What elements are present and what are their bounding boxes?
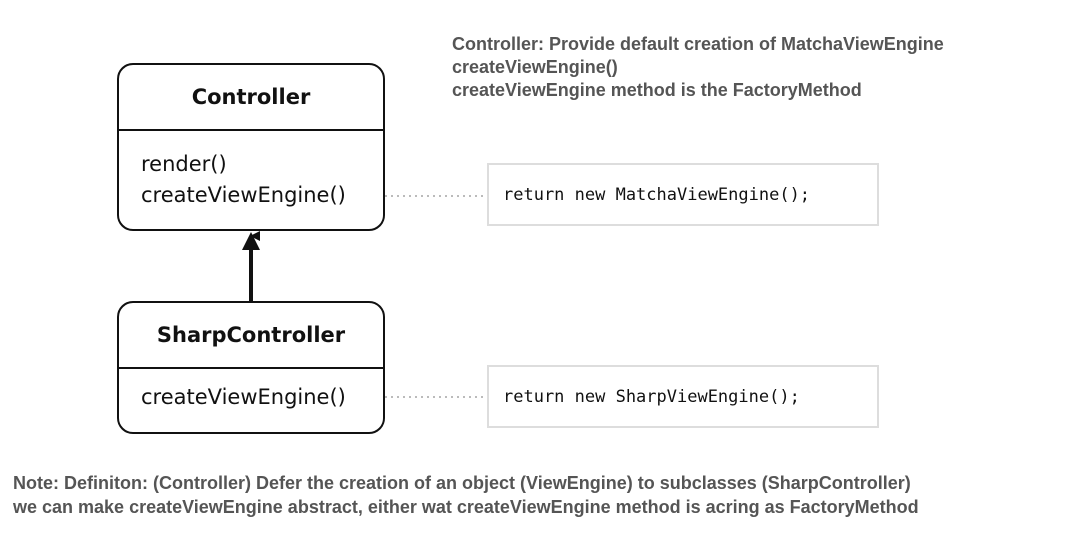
top-note-line-3: createViewEngine method is the FactoryMe… [452, 80, 862, 100]
controller-class-name: Controller [119, 65, 383, 131]
method-create-view-engine: createViewEngine() [141, 183, 346, 207]
bottom-note: Note: Definiton: (Controller) Defer the … [13, 471, 919, 519]
bottom-note-line-2: we can make createViewEngine abstract, e… [13, 497, 919, 517]
code-box-matcha: return new MatchaViewEngine(); [487, 163, 879, 226]
top-note-line-2: createViewEngine() [452, 57, 618, 77]
sharp-controller-class-box: SharpController createViewEngine() [117, 301, 385, 434]
controller-class-box: Controller render() createViewEngine() [117, 63, 385, 231]
code-box-sharp: return new SharpViewEngine(); [487, 365, 879, 428]
sharp-controller-methods: createViewEngine() [119, 369, 383, 413]
method-create-view-engine-sharp: createViewEngine() [141, 385, 346, 409]
inheritance-arrowhead [242, 232, 260, 250]
sharp-controller-class-name: SharpController [119, 303, 383, 369]
bottom-note-line-1: Note: Definiton: (Controller) Defer the … [13, 473, 911, 493]
controller-methods: render() createViewEngine() [119, 131, 383, 211]
top-note-line-1: Controller: Provide default creation of … [452, 34, 944, 54]
method-render: render() [141, 152, 227, 176]
top-note: Controller: Provide default creation of … [452, 33, 944, 102]
